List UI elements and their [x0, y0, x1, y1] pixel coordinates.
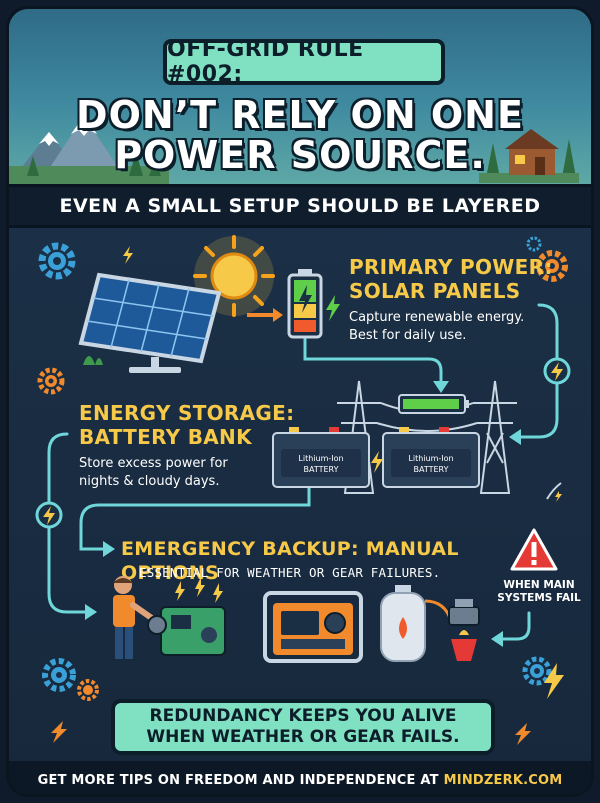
warning-line2: SYSTEMS FAIL [497, 592, 581, 604]
redundancy-banner: REDUNDANCY KEEPS YOU ALIVE WHEN WEATHER … [111, 699, 495, 755]
primary-text-line2: Best for daily use. [349, 328, 467, 343]
mountain-icon [9, 116, 169, 184]
gear-icon [77, 679, 99, 701]
gear-icon [522, 656, 552, 686]
lightning-icon [544, 663, 564, 699]
headline-line2: POWER SOURCE. [114, 133, 486, 177]
gear-icon [42, 658, 76, 692]
battery-bank-icon: Lithium-Ion BATTERY Lithium-Ion BATTERY [272, 427, 480, 488]
hand-crank-generator-icon [113, 576, 226, 659]
lightning-icon [515, 723, 531, 745]
emergency-backup-title: EMERGENCY BACKUP: MANUAL OPTIONS [121, 538, 459, 584]
battery-label-line1: Lithium-Ion [408, 454, 453, 463]
battery-charging-icon [287, 269, 323, 339]
gear-icon [38, 242, 76, 280]
footer: GET MORE TIPS ON FREEDOM AND INDEPENDENC… [9, 761, 591, 794]
camp-stove-icon [448, 599, 480, 661]
warning-line1: WHEN MAIN [503, 579, 575, 591]
solar-panel-icon [78, 272, 222, 373]
page-title: DON’T RELY ON ONE POWER SOURCE. [9, 95, 591, 175]
header-sky: OFF-GRID RULE #002: DON’T RELY ON ONE PO… [9, 9, 591, 184]
battery-label-line2: BATTERY [414, 465, 449, 474]
generator-icon [263, 591, 363, 663]
gear-icon [526, 236, 542, 252]
cable-icon [546, 482, 562, 502]
subtitle-bar: EVEN A SMALL SETUP SHOULD BE LAYERED [9, 184, 591, 228]
flow-lines [35, 303, 571, 647]
energy-storage-text: Store excess power for nights & cloudy d… [79, 455, 269, 491]
energy-storage-title: ENERGY STORAGE: BATTERY BANK [79, 401, 299, 449]
gear-icon [536, 250, 568, 282]
propane-tank-icon [380, 585, 480, 662]
warning-icon [510, 528, 558, 571]
storage-text-line1: Store excess power for [79, 456, 228, 471]
storage-title-line1: ENERGY STORAGE: [79, 401, 295, 425]
redundancy-line2: WHEN WEATHER OR GEAR FAILS. [146, 727, 460, 747]
storage-title-line2: BATTERY BANK [79, 425, 252, 449]
lightning-icon [35, 357, 571, 529]
headline-line1: DON’T RELY ON ONE [76, 93, 524, 137]
primary-title-line1: PRIMARY POWER: [349, 255, 553, 279]
storage-text-line2: nights & cloudy days. [79, 474, 220, 489]
rule-badge: OFF-GRID RULE #002: [163, 37, 445, 87]
redundancy-line1: REDUNDANCY KEEPS YOU ALIVE [149, 706, 457, 726]
footer-text: GET MORE TIPS ON FREEDOM AND INDEPENDENC… [37, 773, 439, 788]
gear-icon [37, 367, 65, 395]
battery-label-line2: BATTERY [304, 465, 339, 474]
infographic-card: OFF-GRID RULE #002: DON’T RELY ON ONE PO… [6, 6, 594, 797]
primary-title-line2: SOLAR PANELS [349, 279, 521, 303]
lightning-icon [51, 721, 67, 743]
primary-text-line1: Capture renewable energy. [349, 310, 525, 325]
footer-site-link[interactable]: MINDZERK.COM [443, 773, 563, 788]
primary-power-text: Capture renewable energy. Best for daily… [349, 309, 569, 345]
warning-label: WHEN MAIN SYSTEMS FAIL [489, 579, 589, 605]
cabin-icon [479, 129, 579, 183]
battery-label-line1: Lithium-Ion [298, 454, 343, 463]
lightning-icon [326, 295, 340, 321]
emergency-backup-subtitle: ESSENTIAL FOR WEATHER OR GEAR FAILURES. [139, 565, 441, 580]
primary-power-title: PRIMARY POWER: SOLAR PANELS [349, 255, 579, 303]
arrow-icon [247, 308, 283, 322]
lightning-icon [123, 246, 133, 264]
